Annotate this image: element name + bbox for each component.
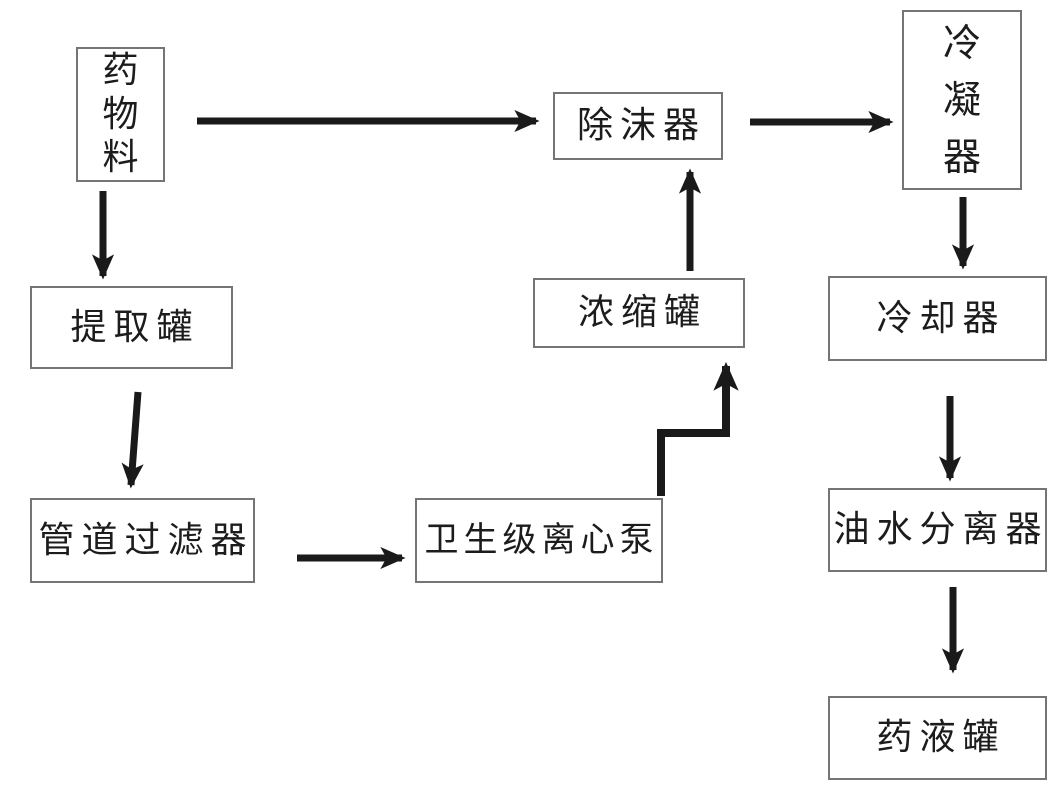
arrow-extraction-tank-to-pipeline-filter — [121, 391, 144, 489]
node-pipeline-filter: 管道过滤器 — [30, 498, 255, 583]
node-extraction-tank: 提取罐 — [30, 286, 233, 369]
node-label: 冷却器 — [876, 297, 1006, 339]
node-label: 除沫器 — [576, 105, 706, 147]
node-cooler: 冷却器 — [828, 276, 1047, 361]
node-label: 冷凝器 — [942, 20, 981, 179]
node-label: 浓缩罐 — [577, 292, 707, 334]
node-label: 管道过滤器 — [38, 519, 254, 561]
node-concentration-tank: 浓缩罐 — [533, 278, 745, 348]
node-label: 油水分离器 — [833, 509, 1049, 551]
node-label: 卫生级离心泵 — [424, 519, 659, 560]
node-label: 药物料 — [102, 49, 139, 179]
node-condenser: 冷凝器 — [902, 10, 1022, 190]
node-demister: 除沫器 — [553, 92, 723, 160]
node-label: 提取罐 — [70, 306, 200, 348]
node-sanitary-centrifugal-pump: 卫生级离心泵 — [415, 498, 663, 583]
node-oil-water-separator: 油水分离器 — [828, 488, 1047, 572]
node-drug-material: 药物料 — [76, 47, 165, 182]
arrow-centrifugal-pump-to-concentration-tank — [657, 361, 739, 496]
node-label: 药液罐 — [876, 717, 1006, 759]
node-liquid-medicine-tank: 药液罐 — [828, 696, 1047, 780]
